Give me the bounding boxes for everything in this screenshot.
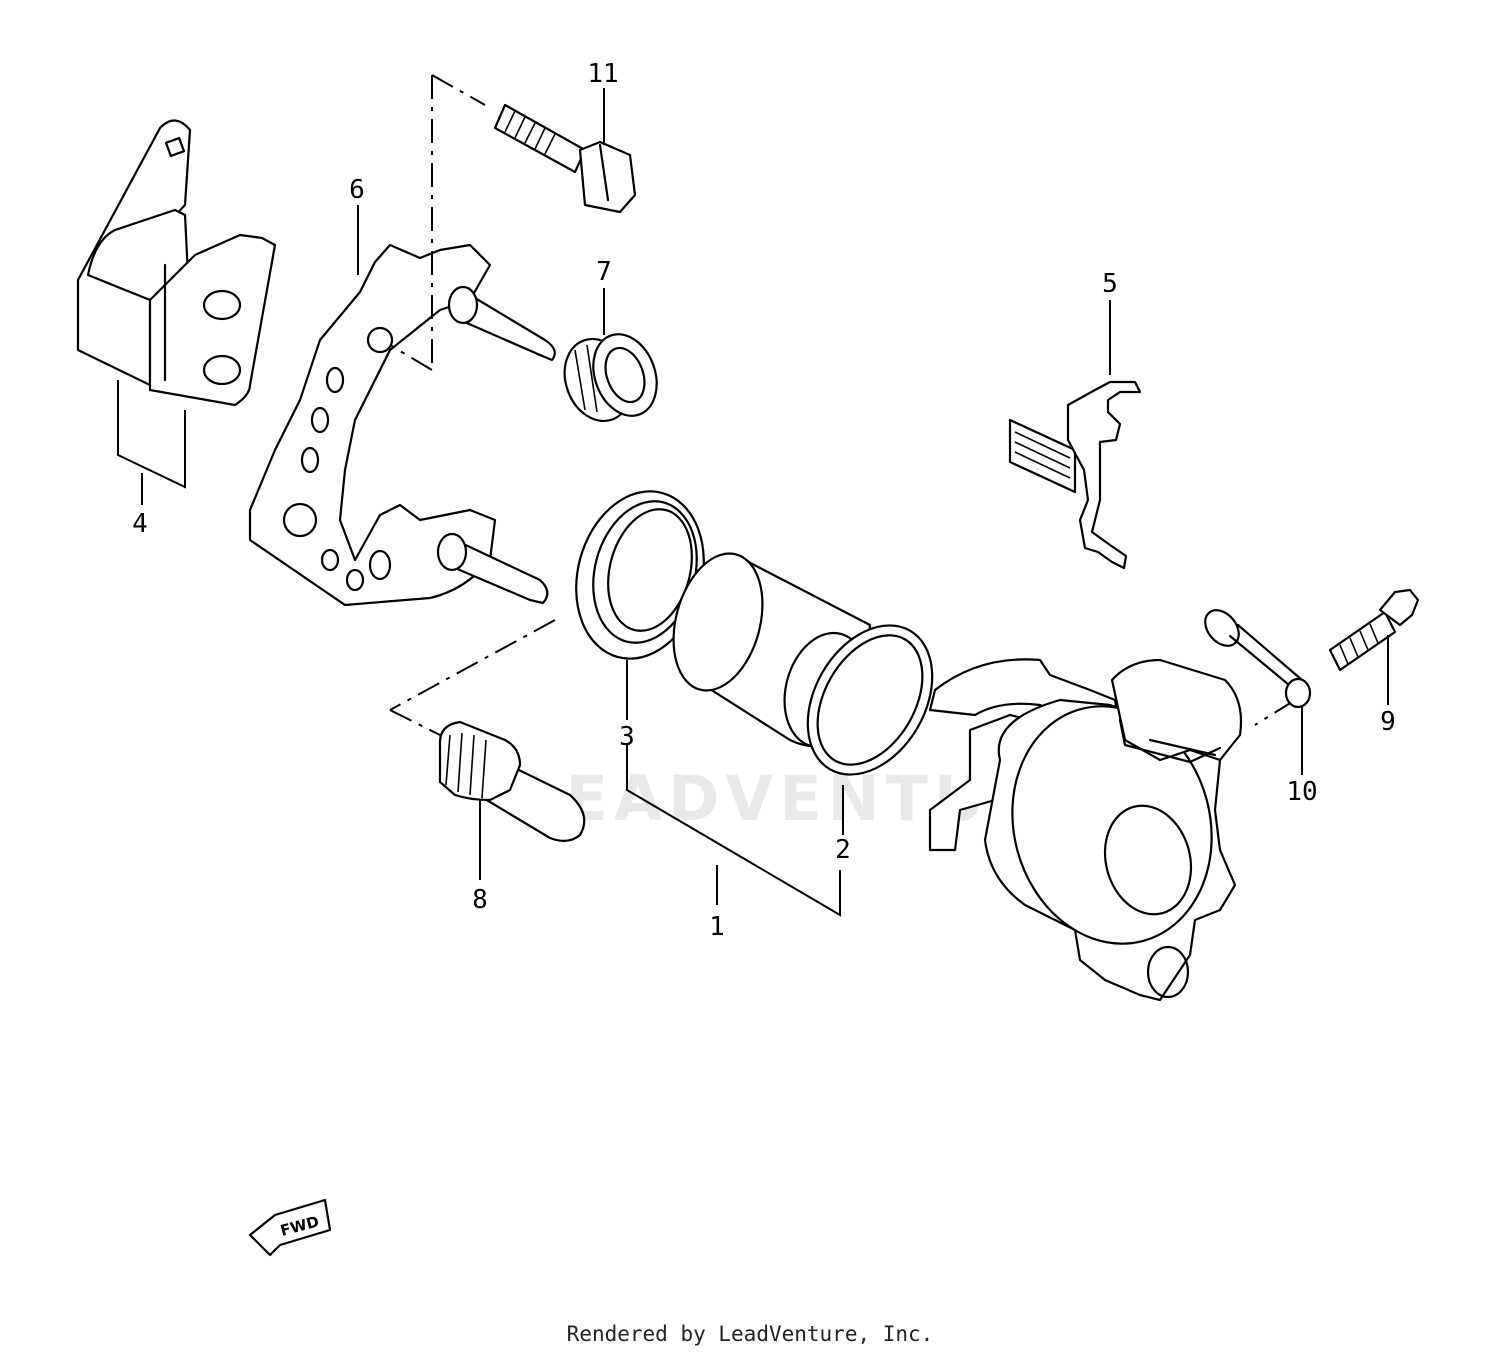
bleeder-cap-part-10[interactable]	[1198, 604, 1312, 775]
footer-credit: Rendered by LeadVenture, Inc.	[566, 1322, 934, 1346]
pad-spring-part-5[interactable]	[1008, 300, 1142, 570]
bleeder-screw-part-9[interactable]	[1328, 588, 1420, 705]
assembly-centerlines	[389, 74, 1296, 736]
parts-drawing: LEADVENTURE	[76, 59, 1420, 1257]
forward-arrow-icon: FWD	[248, 1198, 332, 1257]
callout-2: 2	[835, 835, 851, 865]
callout-10: 10	[1286, 777, 1317, 807]
callout-5: 5	[1102, 269, 1118, 299]
slide-pin-part-8[interactable]	[438, 720, 586, 880]
brake-pads-part-4[interactable]	[76, 119, 277, 505]
callout-4: 4	[132, 509, 148, 539]
callout-1-bracket	[626, 745, 841, 917]
callout-7: 7	[596, 257, 612, 287]
dust-boot-part-7[interactable]	[554, 288, 668, 430]
callout-9: 9	[1380, 707, 1396, 737]
caliper-bracket-part-6[interactable]	[248, 205, 556, 607]
callout-6: 6	[349, 175, 365, 205]
callout-8: 8	[472, 885, 488, 915]
caliper-body[interactable]	[928, 658, 1243, 1002]
callout-3: 3	[619, 722, 635, 752]
bolt-part-11[interactable]	[493, 88, 637, 214]
dust-seal-part-2[interactable]	[782, 603, 957, 835]
callout-1: 1	[709, 912, 725, 942]
callout-11: 11	[587, 59, 618, 89]
